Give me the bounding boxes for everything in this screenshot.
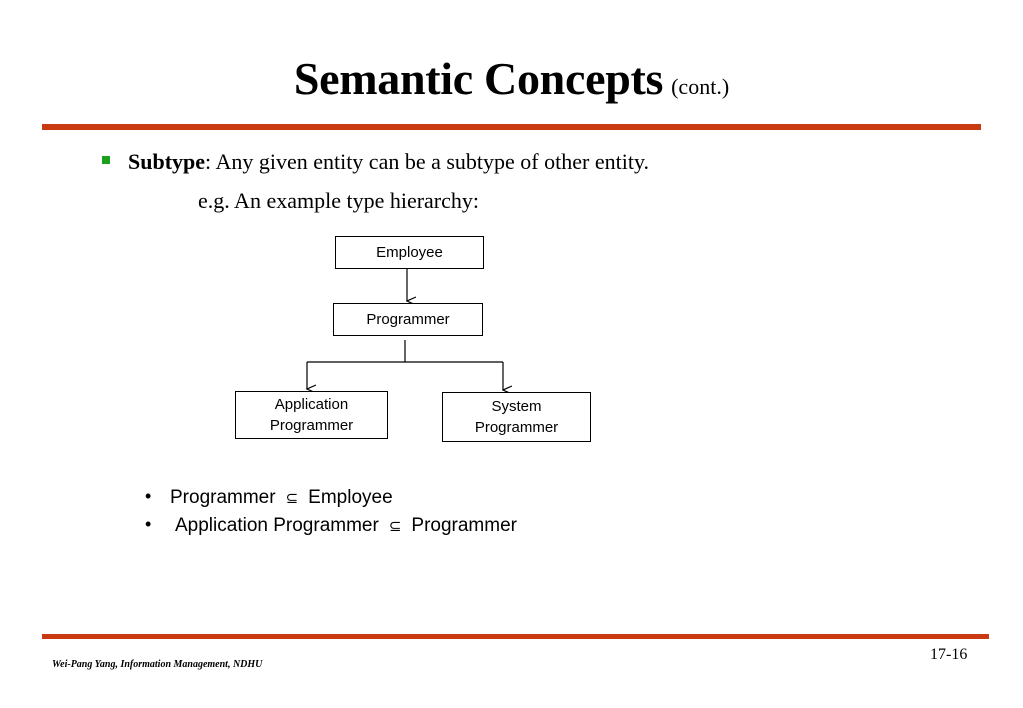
node-employee: Employee [335, 236, 484, 269]
subset-right: Employee [308, 487, 393, 508]
node-application-programmer: Application Programmer [235, 391, 388, 439]
node-application-programmer-line1: Application [274, 396, 349, 413]
page-title: Semantic Concepts (cont.) [0, 52, 1023, 105]
node-system-programmer-line1: System [491, 398, 542, 415]
page-number: 17-16 [930, 646, 968, 663]
subset-right: Programmer [411, 515, 517, 536]
node-programmer: Programmer [333, 303, 483, 336]
subset-relation: Application Programmer ⊆ Programmer [175, 515, 517, 537]
subset-left: Programmer [170, 487, 276, 508]
round-bullet-icon: • [145, 514, 152, 534]
square-bullet-icon [102, 156, 110, 164]
subset-left: Application Programmer [175, 515, 379, 536]
title-suffix: (cont.) [671, 74, 730, 99]
subset-relation: Programmer ⊆ Employee [170, 487, 393, 509]
title-main: Semantic Concepts [293, 53, 664, 104]
subtype-definition: : Any given entity can be a subtype of o… [205, 149, 650, 174]
subtype-line: Subtype: Any given entity can be a subty… [128, 149, 649, 175]
top-divider [42, 124, 981, 130]
footer-author: Wei-Pang Yang, Information Management, N… [52, 659, 263, 670]
subset-operator-icon: ⊆ [388, 517, 402, 535]
node-application-programmer-line2: Programmer [269, 417, 354, 434]
node-employee-label: Employee [376, 244, 443, 261]
example-intro: e.g. An example type hierarchy: [198, 188, 480, 213]
round-bullet-icon: • [145, 486, 152, 506]
node-system-programmer-line2: Programmer [474, 419, 559, 436]
subtype-term: Subtype [128, 149, 206, 174]
node-system-programmer: System Programmer [442, 392, 591, 442]
node-programmer-label: Programmer [366, 311, 450, 328]
subset-operator-icon: ⊆ [285, 489, 299, 507]
bottom-divider [42, 634, 989, 639]
